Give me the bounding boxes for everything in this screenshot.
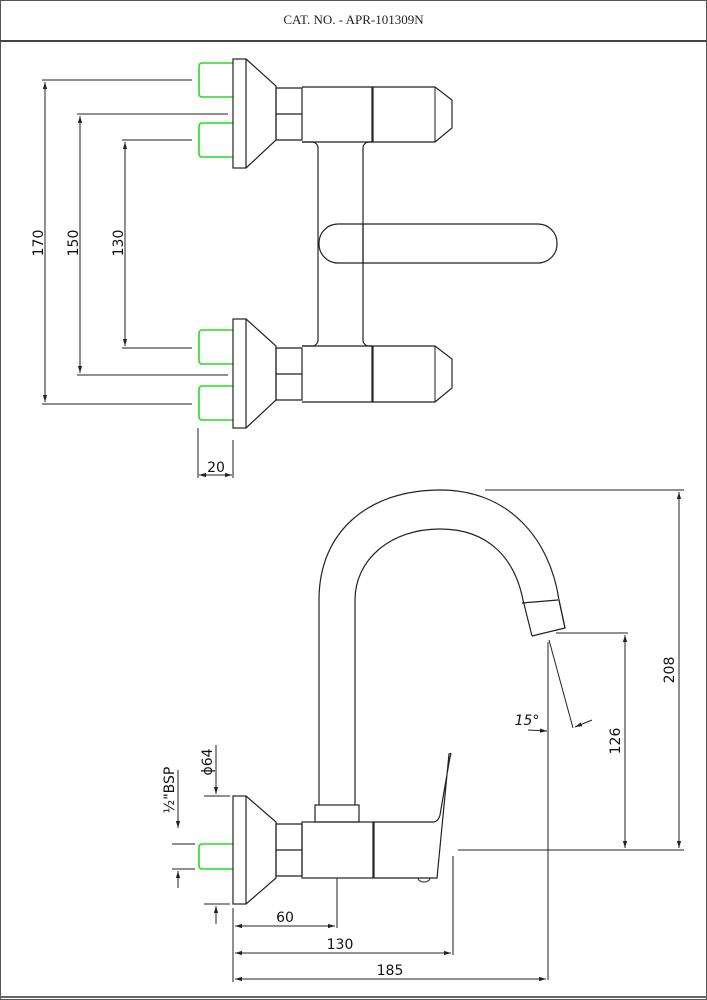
dim-60: 60 xyxy=(276,910,294,926)
catalog-number: CAT. NO. - APR-101309N xyxy=(283,12,424,27)
dim-130-vertical: 130 xyxy=(111,230,127,257)
dim-thread-bsp: ½"BSP xyxy=(162,767,178,814)
lower-wall-flange xyxy=(198,318,303,429)
dim-20: 20 xyxy=(207,460,225,476)
spout-inner xyxy=(354,528,533,805)
side-view: 15° 126 208 ϕ64 ½"BSP 60 130 185 xyxy=(162,489,684,982)
upper-wall-flange xyxy=(198,58,303,169)
spout-outer xyxy=(318,489,566,805)
bottom-border xyxy=(0,996,707,998)
dim-15-deg: 15° xyxy=(515,713,540,729)
lever-handle xyxy=(373,752,452,879)
front-view: 170 150 130 20 xyxy=(31,58,558,478)
dim-flange-diameter: ϕ64 xyxy=(200,748,216,775)
inlet-upper-b xyxy=(198,122,233,158)
dim-150: 150 xyxy=(66,230,82,257)
dim-126: 126 xyxy=(608,728,624,755)
crossbar xyxy=(318,223,558,264)
dim-208: 208 xyxy=(662,657,678,684)
dim-170: 170 xyxy=(31,230,47,257)
title-block: CAT. NO. - APR-101309N xyxy=(0,0,707,42)
dim-185: 185 xyxy=(377,963,404,979)
inlet-upper-a xyxy=(198,62,233,98)
dim-130-horizontal: 130 xyxy=(327,937,354,953)
